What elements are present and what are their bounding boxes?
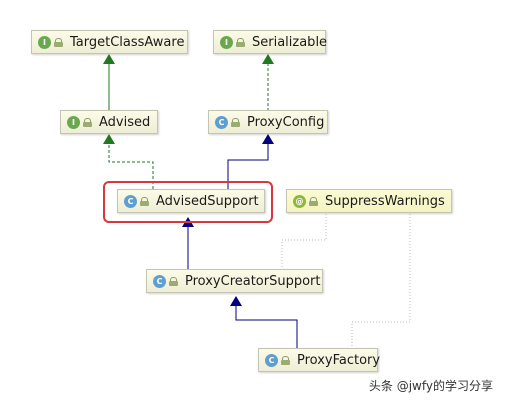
lock-icon bbox=[54, 37, 63, 47]
class-icon: C bbox=[153, 274, 166, 288]
class-node-targetclassaware[interactable]: I TargetClassAware bbox=[31, 30, 188, 54]
class-node-proxyfactory[interactable]: C ProxyFactory bbox=[258, 348, 381, 372]
class-icon: C bbox=[265, 353, 278, 367]
interface-icon: I bbox=[38, 35, 51, 49]
class-node-label: ProxyConfig bbox=[247, 114, 325, 130]
interface-icon: I bbox=[220, 35, 233, 49]
lock-icon bbox=[169, 276, 178, 286]
lock-icon bbox=[236, 37, 245, 47]
class-icon: C bbox=[215, 115, 228, 129]
highlight-box bbox=[103, 181, 273, 223]
interface-icon: I bbox=[67, 115, 80, 129]
class-node-label: Advised bbox=[99, 114, 151, 130]
class-node-proxyconfig[interactable]: C ProxyConfig bbox=[208, 110, 328, 134]
class-node-label: ProxyCreatorSupport bbox=[185, 273, 321, 289]
lock-icon bbox=[83, 117, 92, 127]
class-icon: C bbox=[124, 194, 137, 208]
class-node-label: ProxyFactory bbox=[297, 352, 381, 368]
class-node-label: Serializable bbox=[252, 34, 328, 50]
class-node-serializable[interactable]: I Serializable bbox=[213, 30, 328, 54]
edge-proxycreatorsupport-to-advisedsupport bbox=[182, 217, 194, 269]
annotation-icon: @ bbox=[293, 194, 306, 208]
lock-icon bbox=[281, 355, 290, 365]
lock-icon bbox=[309, 196, 318, 206]
edge-proxyfactory-to-proxycreatorsupport bbox=[230, 296, 298, 348]
class-node-suppresswarnings[interactable]: @ SuppressWarnings bbox=[286, 189, 452, 213]
edge-advisedsupport-to-advised bbox=[103, 134, 154, 189]
class-node-label: SuppressWarnings bbox=[325, 193, 445, 209]
edge-advised-to-targetclassaware bbox=[103, 54, 115, 111]
class-node-advised[interactable]: I Advised bbox=[60, 110, 158, 134]
class-node-label: TargetClassAware bbox=[70, 34, 185, 50]
class-node-advisedsupport[interactable]: C AdvisedSupport bbox=[117, 189, 265, 213]
lock-icon bbox=[140, 196, 149, 206]
class-node-label: AdvisedSupport bbox=[156, 193, 259, 209]
edge-proxyconfig-to-serializable bbox=[262, 54, 274, 111]
edge-advisedsupport-to-proxyconfig bbox=[227, 134, 274, 189]
class-node-proxycreatorsupport[interactable]: C ProxyCreatorSupport bbox=[146, 269, 323, 293]
watermark-text: 头条 @jwfy的学习分享 bbox=[368, 379, 493, 393]
edge-suppresswarnings-annotation-links bbox=[281, 214, 411, 348]
lock-icon bbox=[231, 117, 240, 127]
